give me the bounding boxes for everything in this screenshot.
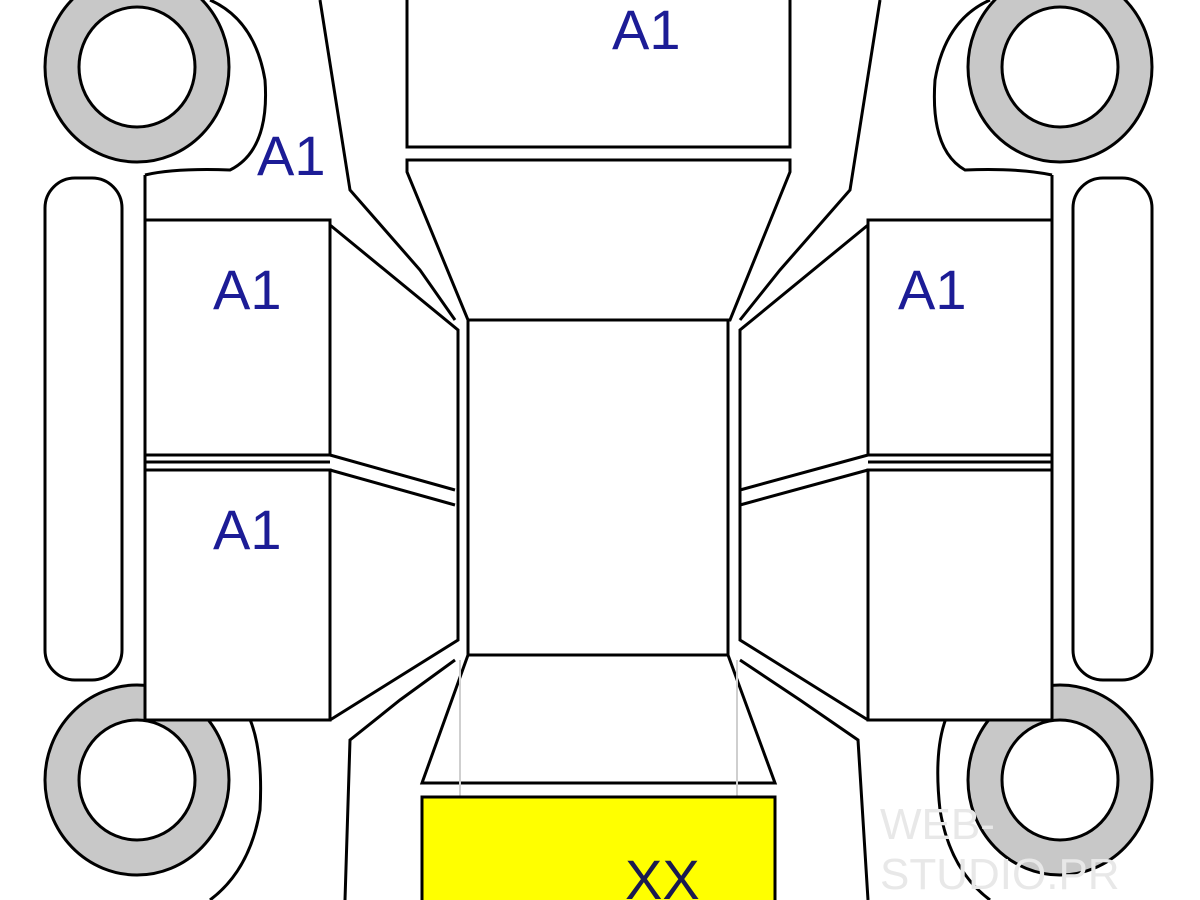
rear-right-door [866, 468, 1054, 722]
left-side-windows [329, 223, 460, 722]
left-side-skirt [43, 176, 124, 682]
label-front-left-fender: A1 [257, 124, 326, 187]
rear-window [419, 653, 778, 785]
wheel-rear-right [966, 683, 1154, 877]
label-rear-left-door: A1 [213, 498, 282, 561]
roof [466, 318, 730, 657]
label-front-right-door: A1 [898, 258, 967, 321]
body-outline-right [738, 0, 1054, 900]
trunk-highlighted [420, 795, 777, 900]
wheel-front-left [43, 0, 231, 164]
wheel-front-right [966, 0, 1154, 164]
wheel-rear-left [43, 683, 231, 877]
front-right-door [866, 218, 1054, 457]
windshield [405, 158, 792, 322]
label-trunk: XX [625, 848, 700, 900]
label-hood: A1 [612, 0, 681, 61]
hood [405, 0, 792, 149]
watermark: WEB-STUDIO.PR [880, 800, 1120, 899]
label-front-left-door: A1 [213, 258, 282, 321]
front-left-door [143, 218, 332, 457]
rear-left-door [143, 468, 332, 722]
right-side-skirt [1071, 176, 1154, 682]
right-side-windows [738, 223, 869, 722]
body-outline-left [143, 0, 457, 900]
